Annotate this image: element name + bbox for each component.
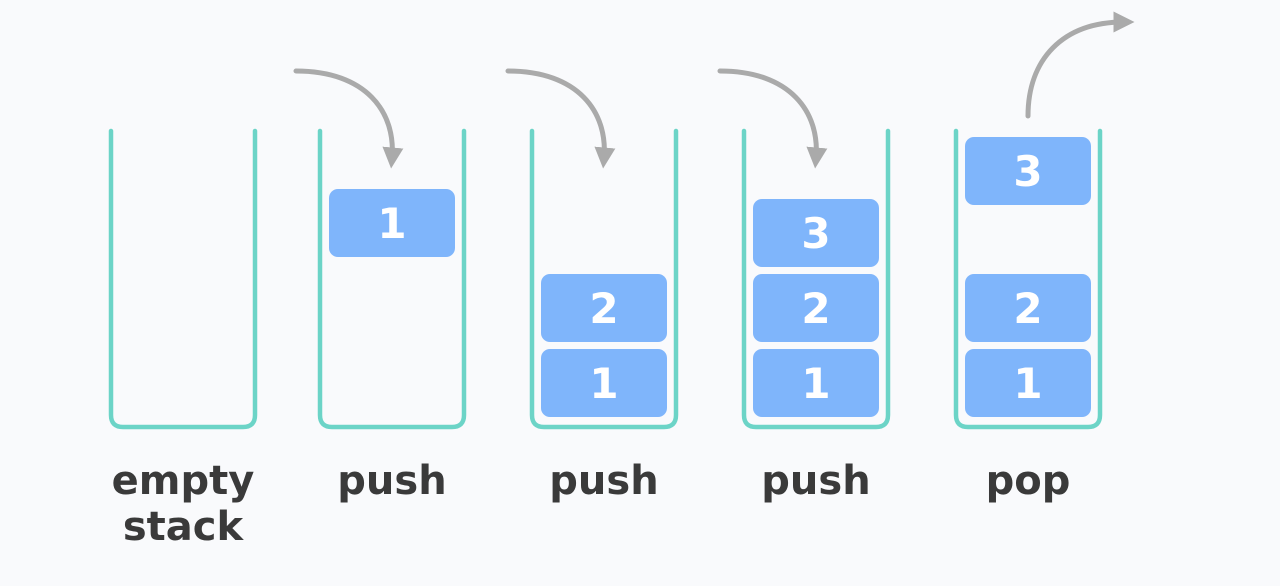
stack-block-value: 1 xyxy=(377,199,406,248)
stack-block: 3 xyxy=(753,199,879,267)
stage-push-1: 1 xyxy=(293,68,467,430)
stack-block-shape xyxy=(541,349,667,417)
stage-label: push xyxy=(292,458,492,504)
stack-block: 1 xyxy=(965,349,1091,417)
push-arrow xyxy=(293,68,404,169)
stack-block-shape xyxy=(753,199,879,267)
stage-empty xyxy=(108,128,258,430)
stack-container xyxy=(108,128,258,430)
stack-container xyxy=(741,128,891,430)
stack-block-shape xyxy=(541,274,667,342)
stage-push-3: 1 2 3 xyxy=(717,68,891,430)
push-arrow xyxy=(717,68,828,169)
stack-block: 1 xyxy=(753,349,879,417)
stack-block-shape xyxy=(329,189,455,257)
stack-block-shape xyxy=(753,349,879,417)
stack-block: 2 xyxy=(541,274,667,342)
stage-label-line: push xyxy=(337,458,447,504)
pop-arrow xyxy=(1025,11,1135,119)
stack-block-value: 2 xyxy=(589,284,618,333)
stack-block-value: 1 xyxy=(1013,359,1042,408)
stack-block-value: 3 xyxy=(1013,147,1042,196)
stage-label-line: empty xyxy=(111,458,255,504)
stage-label: pop xyxy=(928,458,1128,504)
stack-container xyxy=(529,128,679,430)
stage-label-line: stack xyxy=(122,504,244,550)
stage-label-line: push xyxy=(761,458,871,504)
push-arrow xyxy=(505,68,616,169)
stack-block-value: 2 xyxy=(1013,284,1042,333)
stage-push-2: 12 xyxy=(505,68,679,430)
stack-block-shape xyxy=(965,274,1091,342)
stack-block-value: 2 xyxy=(801,284,830,333)
stack-container xyxy=(317,128,467,430)
stack-block: 2 xyxy=(753,274,879,342)
popped-block: 3 xyxy=(965,137,1091,205)
stage-pop: 1 2 3 xyxy=(953,11,1135,430)
stack-block-shape xyxy=(965,137,1091,205)
stack-block-value: 1 xyxy=(801,359,830,408)
stack-block-shape xyxy=(965,349,1091,417)
stack-block-shape xyxy=(753,274,879,342)
stack-block-value: 3 xyxy=(801,209,830,258)
stack-block-value: 1 xyxy=(589,359,618,408)
stack-block: 2 xyxy=(965,274,1091,342)
stage-label: push xyxy=(504,458,704,504)
stack-block: 1 xyxy=(541,349,667,417)
stage-label: push xyxy=(716,458,916,504)
stack-container xyxy=(953,128,1103,430)
stage-label-line: pop xyxy=(985,458,1071,504)
stage-label-line: push xyxy=(549,458,659,504)
pushed-block: 1 xyxy=(329,189,455,257)
